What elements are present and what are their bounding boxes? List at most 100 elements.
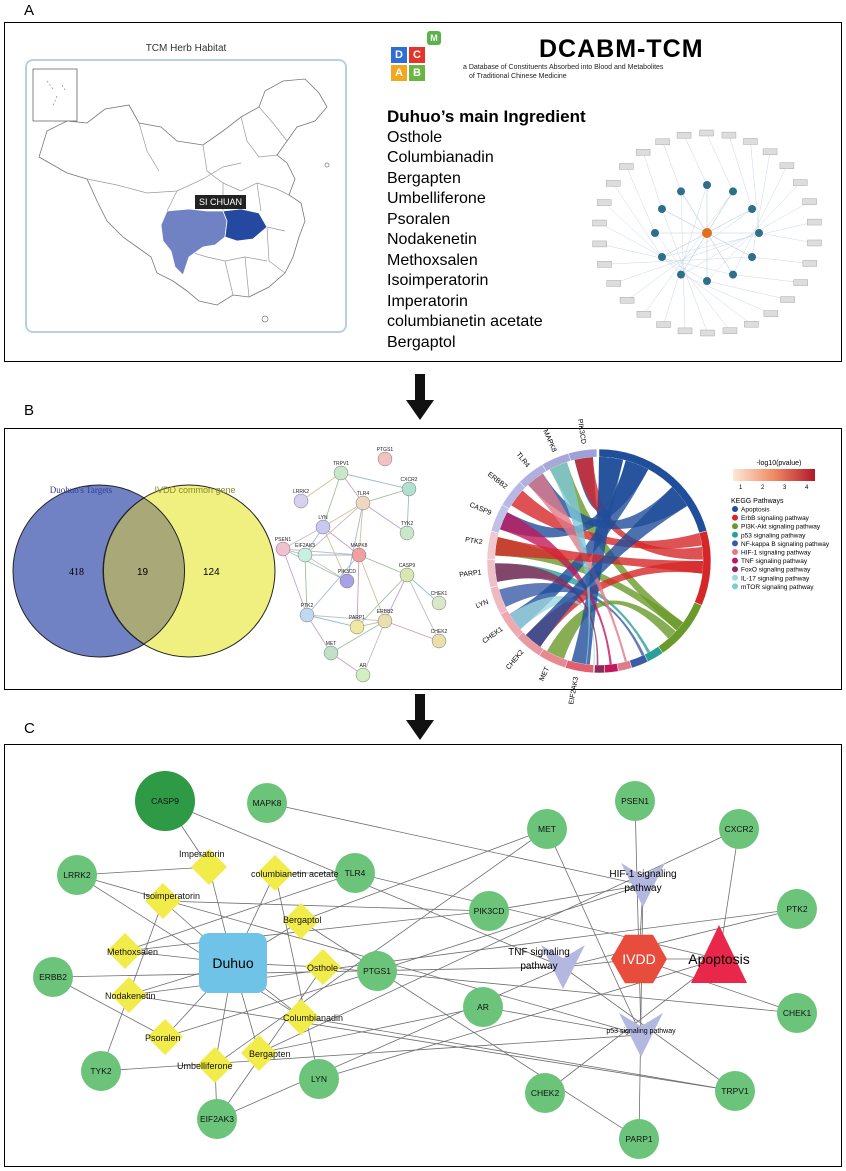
ppi-node-label: CHEK2: [431, 629, 448, 635]
network-edge: [124, 872, 356, 952]
network-edge: [164, 970, 378, 1038]
target-node-chek2: [525, 1073, 565, 1113]
pathway-label-hif1: pathway: [624, 883, 661, 894]
network-target-node: [762, 148, 778, 156]
network-edge: [76, 866, 210, 876]
target-label: CHEK1: [783, 1008, 812, 1018]
network-edge: [638, 958, 798, 1014]
ingredient-label: Psoralen: [145, 1033, 181, 1043]
ingredient-node: [283, 903, 319, 939]
chord-pathway-arc: [593, 664, 605, 674]
ppi-node-label: PARP1: [349, 615, 365, 621]
target-label: LRRK2: [63, 870, 91, 880]
target-node-eif2ak3: [197, 1099, 237, 1139]
ppi-node: [431, 633, 447, 649]
target-label: AR: [477, 1002, 489, 1012]
panel-b: Duohuo's Targets IVDD common gene 418 19…: [4, 419, 842, 705]
disease-label: IVDD: [622, 951, 655, 967]
map-title: TCM Herb Habitat: [145, 43, 227, 54]
legend-scale-tick: 3: [783, 485, 787, 491]
legend-entry: IL-17 signaling pathway: [741, 575, 810, 582]
ingredient-node: [305, 949, 341, 985]
legend-swatch: [732, 549, 738, 555]
target-node-casp9: [135, 771, 195, 831]
network-compound-node: [703, 277, 711, 285]
pathway-label-p53: p53 signaling pathway: [606, 1028, 676, 1035]
legend-swatch: [732, 583, 738, 590]
pathway-label-tnf: pathway: [520, 961, 557, 972]
chord-gene-arc: [516, 631, 544, 657]
target-label: MET: [538, 824, 556, 834]
legend-swatch: [732, 531, 738, 538]
network-edge: [322, 966, 798, 1014]
network-edge: [216, 966, 564, 1120]
target-node-ptgs1: [357, 951, 397, 991]
ppi-node-label: AR: [360, 663, 367, 669]
ingredient-item: Nodakenetin: [387, 231, 477, 248]
ingredient-node: [107, 933, 143, 969]
chord-gene-arc: [500, 610, 524, 638]
legend-swatch: [732, 523, 738, 530]
network-target-node: [592, 240, 607, 248]
ingredient-item: Bergapten: [387, 169, 461, 187]
network-target-node: [677, 327, 693, 335]
network-target-node: [592, 219, 607, 227]
ingredient-label: Bergaptol: [283, 915, 322, 925]
target-node-mapk8: [247, 783, 287, 823]
chord-gene-arc: [486, 530, 500, 560]
legend-entry: p53 signaling pathway: [741, 532, 806, 539]
chord-gene-label: PIK3CD: [576, 419, 587, 445]
target-label: EIF2AK3: [200, 1114, 234, 1124]
legend-scale-tick: 4: [805, 485, 809, 491]
legend-title: KEGG Pathways: [731, 498, 784, 505]
hub-label: Duhuo: [212, 955, 253, 971]
panel-a: TCM Herb Habitat SI CHUAN D C A B M DCAB…: [4, 22, 842, 362]
ingredient-node: [191, 849, 227, 885]
ppi-node: [323, 645, 339, 661]
ingredient-item: Isoimperatorin: [387, 272, 489, 289]
network-edge: [638, 884, 644, 1140]
ingredient-item: Methoxsalen: [387, 251, 478, 269]
ingredient-item: Columbianadin: [387, 149, 494, 166]
network-compound-node: [748, 253, 757, 261]
ppi-node: [333, 465, 349, 481]
pathway-label-tnf: TNF signaling: [508, 947, 570, 958]
network-target-node: [676, 132, 692, 139]
network-edge: [162, 900, 490, 912]
chord-gene-label: EIF2AK3: [568, 676, 580, 705]
ingredient-item: Osthole: [387, 128, 443, 146]
network-target-node: [780, 296, 795, 303]
network-edge: [216, 966, 324, 1120]
network-edge: [128, 994, 736, 1092]
network-compound-node: [703, 181, 711, 189]
chord-gene-label: LYN: [475, 599, 490, 610]
network-target-node: [635, 149, 651, 156]
chord-ribbon: [547, 600, 676, 659]
ingredient-node: [283, 999, 319, 1035]
down-arrow-icon: [406, 694, 434, 740]
target-node-cxcr2: [719, 809, 759, 849]
chord-gene-label: CHEK2: [505, 649, 525, 672]
target-node-parp1: [619, 1119, 659, 1159]
network-compound-node: [755, 229, 763, 237]
china-map: [32, 68, 330, 323]
ingredient-item: Imperatorin: [387, 292, 468, 310]
network-compound-node: [657, 253, 666, 261]
ingredient-node: [197, 1047, 233, 1083]
target-node-erbb2: [33, 957, 73, 997]
network-target-node: [793, 179, 808, 186]
network-target-node: [656, 321, 671, 328]
ppi-node-label: TYK2: [401, 521, 414, 527]
pathway-node: [619, 1013, 663, 1057]
chord-gene-arc: [541, 452, 571, 472]
apoptosis-label: Apoptosis: [688, 951, 749, 967]
network-target-node: [597, 261, 612, 268]
ingredient-item: columbianetin acetate: [387, 313, 543, 330]
down-arrow-icon: [406, 374, 434, 420]
chord-gene-label: TLR4: [515, 451, 531, 469]
target-node-psen1: [615, 781, 655, 821]
chord-ribbon: [509, 596, 595, 665]
target-node-trpv1: [715, 1071, 755, 1111]
